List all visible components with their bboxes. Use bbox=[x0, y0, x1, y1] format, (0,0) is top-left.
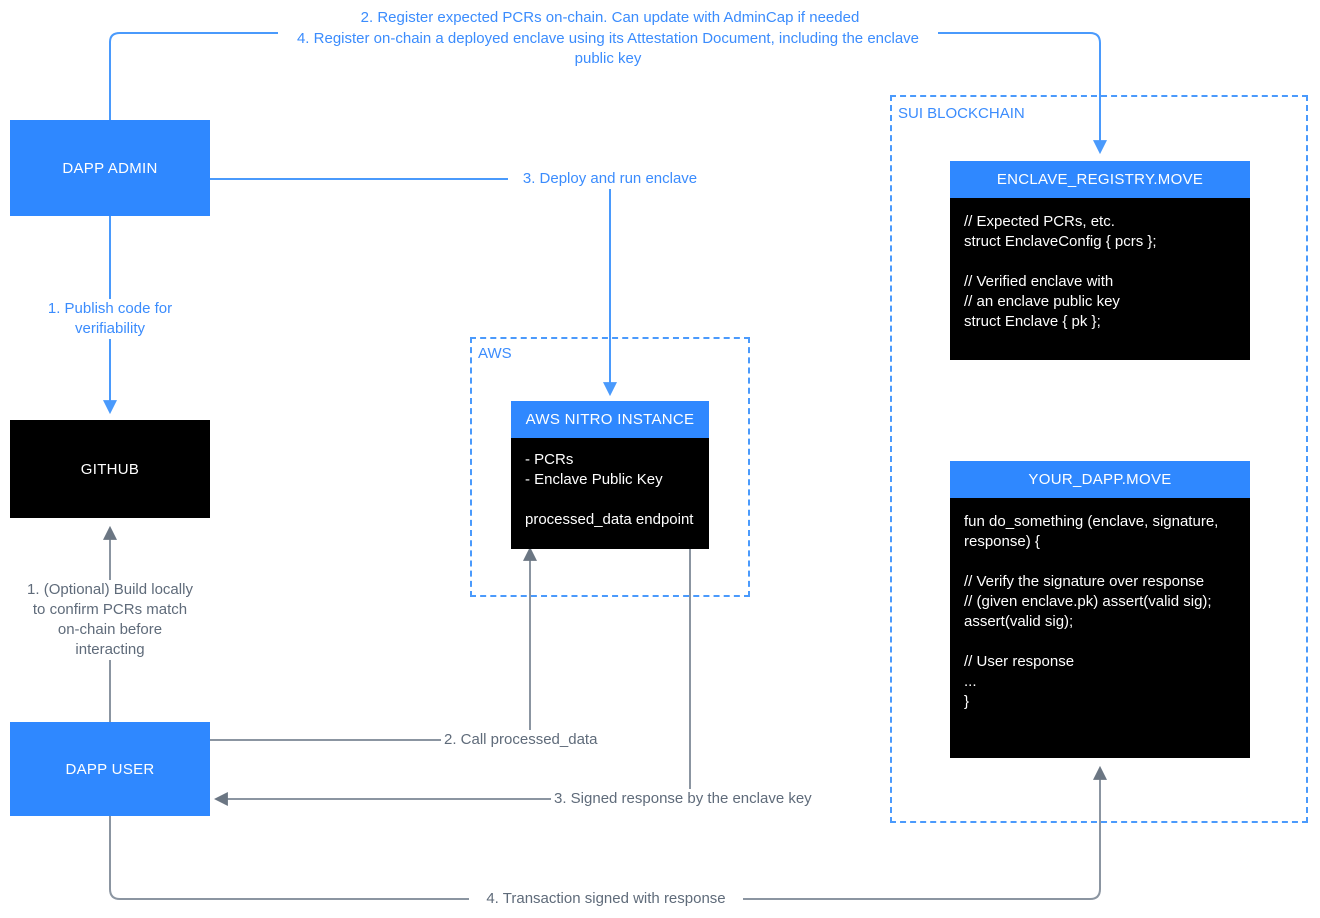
card-your-dapp-move-body: fun do_something (enclave, signature, re… bbox=[964, 513, 1219, 710]
node-dapp-user-label: DAPP USER bbox=[65, 760, 155, 778]
node-github-label: GITHUB bbox=[80, 460, 140, 478]
edge-label-transaction-signed: 4. Transaction signed with response bbox=[469, 889, 743, 909]
group-sui-blockchain bbox=[890, 95, 1308, 823]
edge-label-publish-code: 1. Publish code for verifiability bbox=[20, 299, 200, 339]
node-github[interactable]: GITHUB bbox=[10, 420, 210, 518]
node-dapp-admin-label: DAPP ADMIN bbox=[62, 159, 158, 177]
edge-label-signed-response: 3. Signed response by the enclave key bbox=[551, 789, 841, 809]
edge-label-deploy-run-enclave: 3. Deploy and run enclave bbox=[508, 169, 712, 189]
card-enclave-registry-move[interactable]: ENCLAVE_REGISTRY.MOVE // Expected PCRs, … bbox=[950, 161, 1250, 360]
node-dapp-admin[interactable]: DAPP ADMIN bbox=[10, 120, 210, 216]
edge-label-build-locally: 1. (Optional) Build locally to confirm P… bbox=[20, 580, 200, 660]
group-aws-label: AWS bbox=[474, 345, 516, 363]
edge-label-register-enclave: 4. Register on-chain a deployed enclave … bbox=[278, 29, 938, 69]
group-aws bbox=[470, 337, 750, 597]
card-your-dapp-move[interactable]: YOUR_DAPP.MOVE fun do_something (enclave… bbox=[950, 461, 1250, 758]
edge-label-register-pcrs: 2. Register expected PCRs on-chain. Can … bbox=[295, 8, 925, 28]
card-enclave-registry-move-header: ENCLAVE_REGISTRY.MOVE bbox=[950, 161, 1250, 198]
card-aws-nitro-instance-header: AWS NITRO INSTANCE bbox=[511, 401, 709, 438]
card-aws-nitro-instance[interactable]: AWS NITRO INSTANCE - PCRs - Enclave Publ… bbox=[511, 401, 709, 549]
card-your-dapp-move-header: YOUR_DAPP.MOVE bbox=[950, 461, 1250, 498]
group-sui-blockchain-label: SUI BLOCKCHAIN bbox=[894, 105, 1029, 123]
node-dapp-user[interactable]: DAPP USER bbox=[10, 722, 210, 816]
edge-label-call-processed-data: 2. Call processed_data bbox=[441, 730, 621, 750]
card-enclave-registry-move-body: // Expected PCRs, etc. struct EnclaveCon… bbox=[964, 213, 1157, 330]
card-aws-nitro-instance-body: - PCRs - Enclave Public Key processed_da… bbox=[525, 451, 694, 528]
